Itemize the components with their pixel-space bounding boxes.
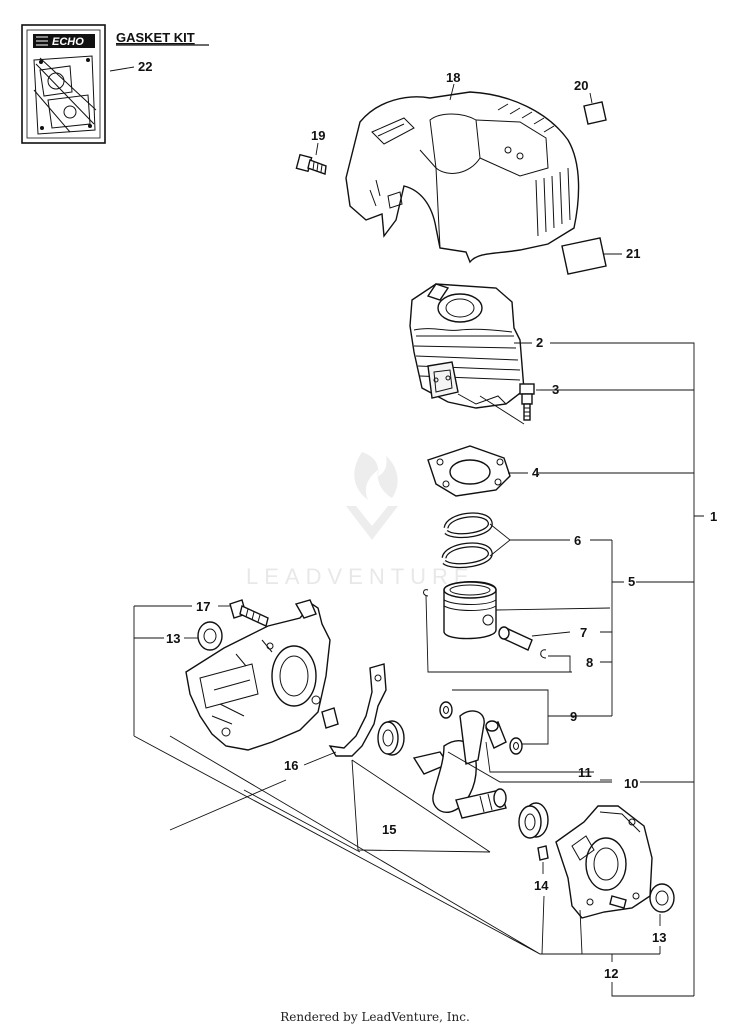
callout-8[interactable]: 8: [586, 655, 593, 670]
callout-7[interactable]: 7: [580, 625, 587, 640]
bolt-17[interactable]: [229, 599, 269, 627]
gasket-kit-illustration: [33, 55, 97, 135]
callout-21[interactable]: 21: [626, 246, 640, 261]
gasket-kit-title: GASKET KIT: [116, 30, 195, 45]
callout-10[interactable]: 10: [624, 776, 638, 791]
callout-22[interactable]: 22: [138, 59, 152, 74]
footer-credit: Rendered by LeadVenture, Inc.: [280, 1010, 470, 1024]
callout-5[interactable]: 5: [628, 574, 635, 589]
dowel-pin-14[interactable]: [537, 845, 549, 861]
oil-seal-left-13[interactable]: [197, 621, 223, 651]
callout-14[interactable]: 14: [534, 878, 549, 893]
crankcase-left[interactable]: [185, 599, 331, 751]
main-bearing-left[interactable]: [377, 720, 405, 756]
callout-13-left[interactable]: 13: [166, 631, 180, 646]
callout-15[interactable]: 15: [382, 822, 396, 837]
callout-19[interactable]: 19: [311, 128, 325, 143]
crankshaft[interactable]: [412, 710, 507, 819]
callout-9[interactable]: 9: [570, 709, 577, 724]
callout-6[interactable]: 6: [574, 533, 581, 548]
main-bearing-right[interactable]: [518, 802, 549, 839]
leadventure-watermark: LEADVENTURE: [246, 452, 475, 589]
bolt-19[interactable]: [295, 153, 327, 175]
callout-1[interactable]: 1: [710, 509, 717, 524]
echo-logo: ECHO: [33, 34, 95, 48]
piston-clip-left[interactable]: [423, 589, 429, 597]
label-21[interactable]: [561, 237, 607, 275]
watermark-text: LEADVENTURE: [246, 564, 475, 589]
spark-plug-3[interactable]: [519, 383, 535, 421]
oil-seal-right-13[interactable]: [649, 883, 675, 913]
callout-16[interactable]: 16: [284, 758, 298, 773]
bearing-set-9[interactable]: [439, 701, 523, 755]
cylinder-2[interactable]: [409, 283, 525, 409]
callout-12[interactable]: 12: [604, 966, 618, 981]
callout-3[interactable]: 3: [552, 382, 559, 397]
callout-4[interactable]: 4: [532, 465, 540, 480]
echo-logo-text: ECHO: [52, 36, 84, 48]
gasket-kit-panel[interactable]: ECHO GASKET KIT 22: [21, 24, 209, 144]
piston-rings-6[interactable]: [441, 512, 493, 569]
piston-pin-7[interactable]: [498, 626, 533, 651]
cylinder-gasket-4[interactable]: [427, 445, 511, 497]
piston[interactable]: [443, 581, 497, 640]
callout-17[interactable]: 17: [196, 599, 210, 614]
cylinder-cover-shroud[interactable]: [345, 91, 580, 264]
crankcase-right[interactable]: [555, 805, 653, 919]
callout-20[interactable]: 20: [574, 78, 588, 93]
label-20[interactable]: [583, 101, 607, 125]
callout-18[interactable]: 18: [446, 70, 460, 85]
callout-13-right[interactable]: 13: [652, 930, 666, 945]
piston-clip-8[interactable]: [540, 649, 547, 659]
callout-2[interactable]: 2: [536, 335, 543, 350]
crankcase-gasket-16[interactable]: [321, 663, 387, 757]
callout-11[interactable]: 11: [578, 765, 592, 780]
